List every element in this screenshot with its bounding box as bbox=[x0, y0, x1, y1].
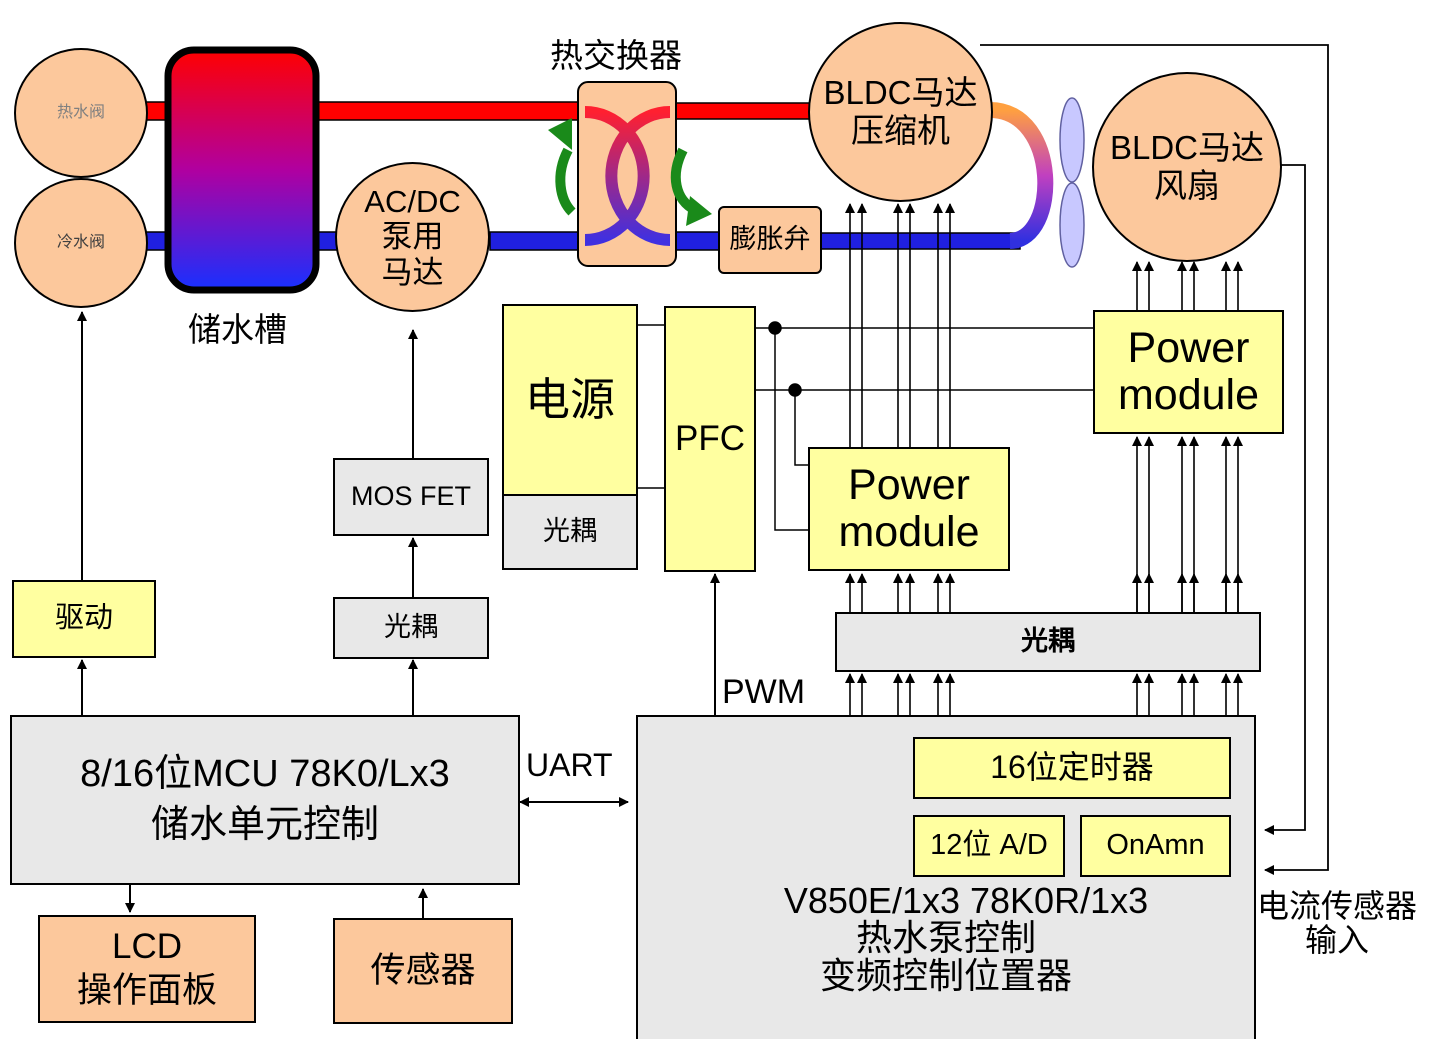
pump-motor-line3: 马达 bbox=[381, 254, 444, 290]
fan-motor-line1: BLDC马达 bbox=[1109, 129, 1265, 167]
optocoupler-psu-label: 光耦 bbox=[543, 516, 597, 547]
power-module-compressor-line1: Power bbox=[848, 460, 970, 509]
lcd-panel: LCD 操作面板 bbox=[38, 915, 256, 1023]
adc-block: 12位 A/D bbox=[913, 815, 1065, 877]
cold-water-valve-label: 冷水阀 bbox=[56, 233, 105, 251]
fan-blades bbox=[1059, 97, 1085, 268]
mcu-block: 8/16位MCU 78K0/Lx3 储水单元控制 bbox=[10, 715, 520, 885]
power-module-compressor-line2: module bbox=[838, 508, 980, 556]
fan-motor-line2: 风扇 bbox=[1154, 167, 1220, 204]
main-line3: 变频控制位置器 bbox=[819, 955, 1072, 997]
current-sensor-input-label: 电流传感器 输入 bbox=[1257, 888, 1418, 958]
heat-exchanger bbox=[548, 81, 712, 267]
pump-motor: AC/DC 泵用 马达 bbox=[335, 162, 490, 312]
storage-tank-label: 储水槽 bbox=[188, 311, 287, 348]
optocoupler-psu: 光耦 bbox=[502, 494, 638, 570]
power-module-fan-line2: module bbox=[1117, 371, 1260, 419]
power-rails bbox=[637, 321, 1095, 531]
pump-motor-line1: AC/DC bbox=[364, 183, 461, 219]
mosfet-block: MOS FET bbox=[333, 458, 489, 536]
expansion-valve: 膨胀弁 bbox=[718, 206, 822, 274]
compressor-motor: BLDC马达 压缩机 bbox=[808, 22, 993, 202]
opamp-label: OnAmn bbox=[1106, 829, 1205, 862]
sensor-label: 传感器 bbox=[370, 950, 476, 990]
sensor-block: 传感器 bbox=[333, 918, 513, 1024]
current-sensor-line2: 输入 bbox=[1305, 921, 1370, 958]
storage-tank bbox=[164, 46, 320, 294]
power-supply-label: 电源 bbox=[524, 374, 615, 426]
lcd-line2: 操作面板 bbox=[76, 971, 217, 1010]
opamp-block: OnAmn bbox=[1080, 815, 1231, 877]
pwm-label: PWM bbox=[722, 673, 806, 711]
heat-exchanger-label: 热交换器 bbox=[550, 37, 682, 74]
mcu-line1: 8/16位MCU 78K0/Lx3 bbox=[80, 753, 450, 796]
power-module-compressor: Power module bbox=[808, 447, 1010, 571]
expansion-valve-label: 膨胀弁 bbox=[729, 224, 811, 255]
adc-label: 12位 A/D bbox=[930, 829, 1048, 862]
uart-label: UART bbox=[526, 747, 613, 783]
main-line2: 热水泵控制 bbox=[855, 917, 1036, 959]
driver-label: 驱动 bbox=[54, 602, 113, 635]
lcd-line1: LCD bbox=[111, 926, 183, 966]
current-feedback-wires bbox=[980, 44, 1329, 875]
fan-motor: BLDC马达 风扇 bbox=[1092, 72, 1282, 262]
mosfet-label: MOS FET bbox=[351, 481, 471, 512]
driver-block: 驱动 bbox=[12, 580, 156, 658]
optocoupler-bar-label: 光耦 bbox=[1021, 626, 1075, 657]
main-controller: 16位定时器 12位 A/D OnAmn V850E/1x3 78K0R/1x3… bbox=[636, 715, 1256, 1039]
current-sensor-line1: 电流传感器 bbox=[1257, 888, 1418, 924]
hot-water-valve: 热水阀 bbox=[14, 48, 148, 178]
timer-block: 16位定时器 bbox=[913, 737, 1231, 799]
power-module-fan: Power module bbox=[1093, 310, 1284, 434]
timer-label: 16位定时器 bbox=[990, 749, 1154, 786]
hot-water-valve-label: 热水阀 bbox=[56, 103, 105, 121]
power-module-fan-line1: Power bbox=[1127, 323, 1250, 372]
compressor-motor-line1: BLDC马达 bbox=[823, 74, 978, 112]
pump-motor-line2: 泵用 bbox=[381, 219, 444, 255]
optocoupler-mid-label: 光耦 bbox=[384, 612, 438, 643]
cold-water-valve: 冷水阀 bbox=[14, 178, 148, 308]
compressor-motor-line2: 压缩机 bbox=[851, 112, 950, 149]
main-controller-text: V850E/1x3 78K0R/1x3 热水泵控制 变频控制位置器 bbox=[638, 882, 1254, 995]
mcu-line2: 储水单元控制 bbox=[150, 802, 379, 846]
refrigerant-loop bbox=[989, 102, 1054, 249]
pfc-label: PFC bbox=[675, 418, 745, 458]
optocoupler-mid: 光耦 bbox=[333, 597, 489, 659]
gate-signal-bundles bbox=[845, 203, 1243, 715]
optocoupler-bar: 光耦 bbox=[835, 612, 1261, 672]
main-line1: V850E/1x3 78K0R/1x3 bbox=[783, 880, 1149, 921]
power-supply: 电源 bbox=[502, 304, 638, 496]
pfc-block: PFC bbox=[664, 306, 756, 572]
control-arrows bbox=[77, 311, 720, 918]
